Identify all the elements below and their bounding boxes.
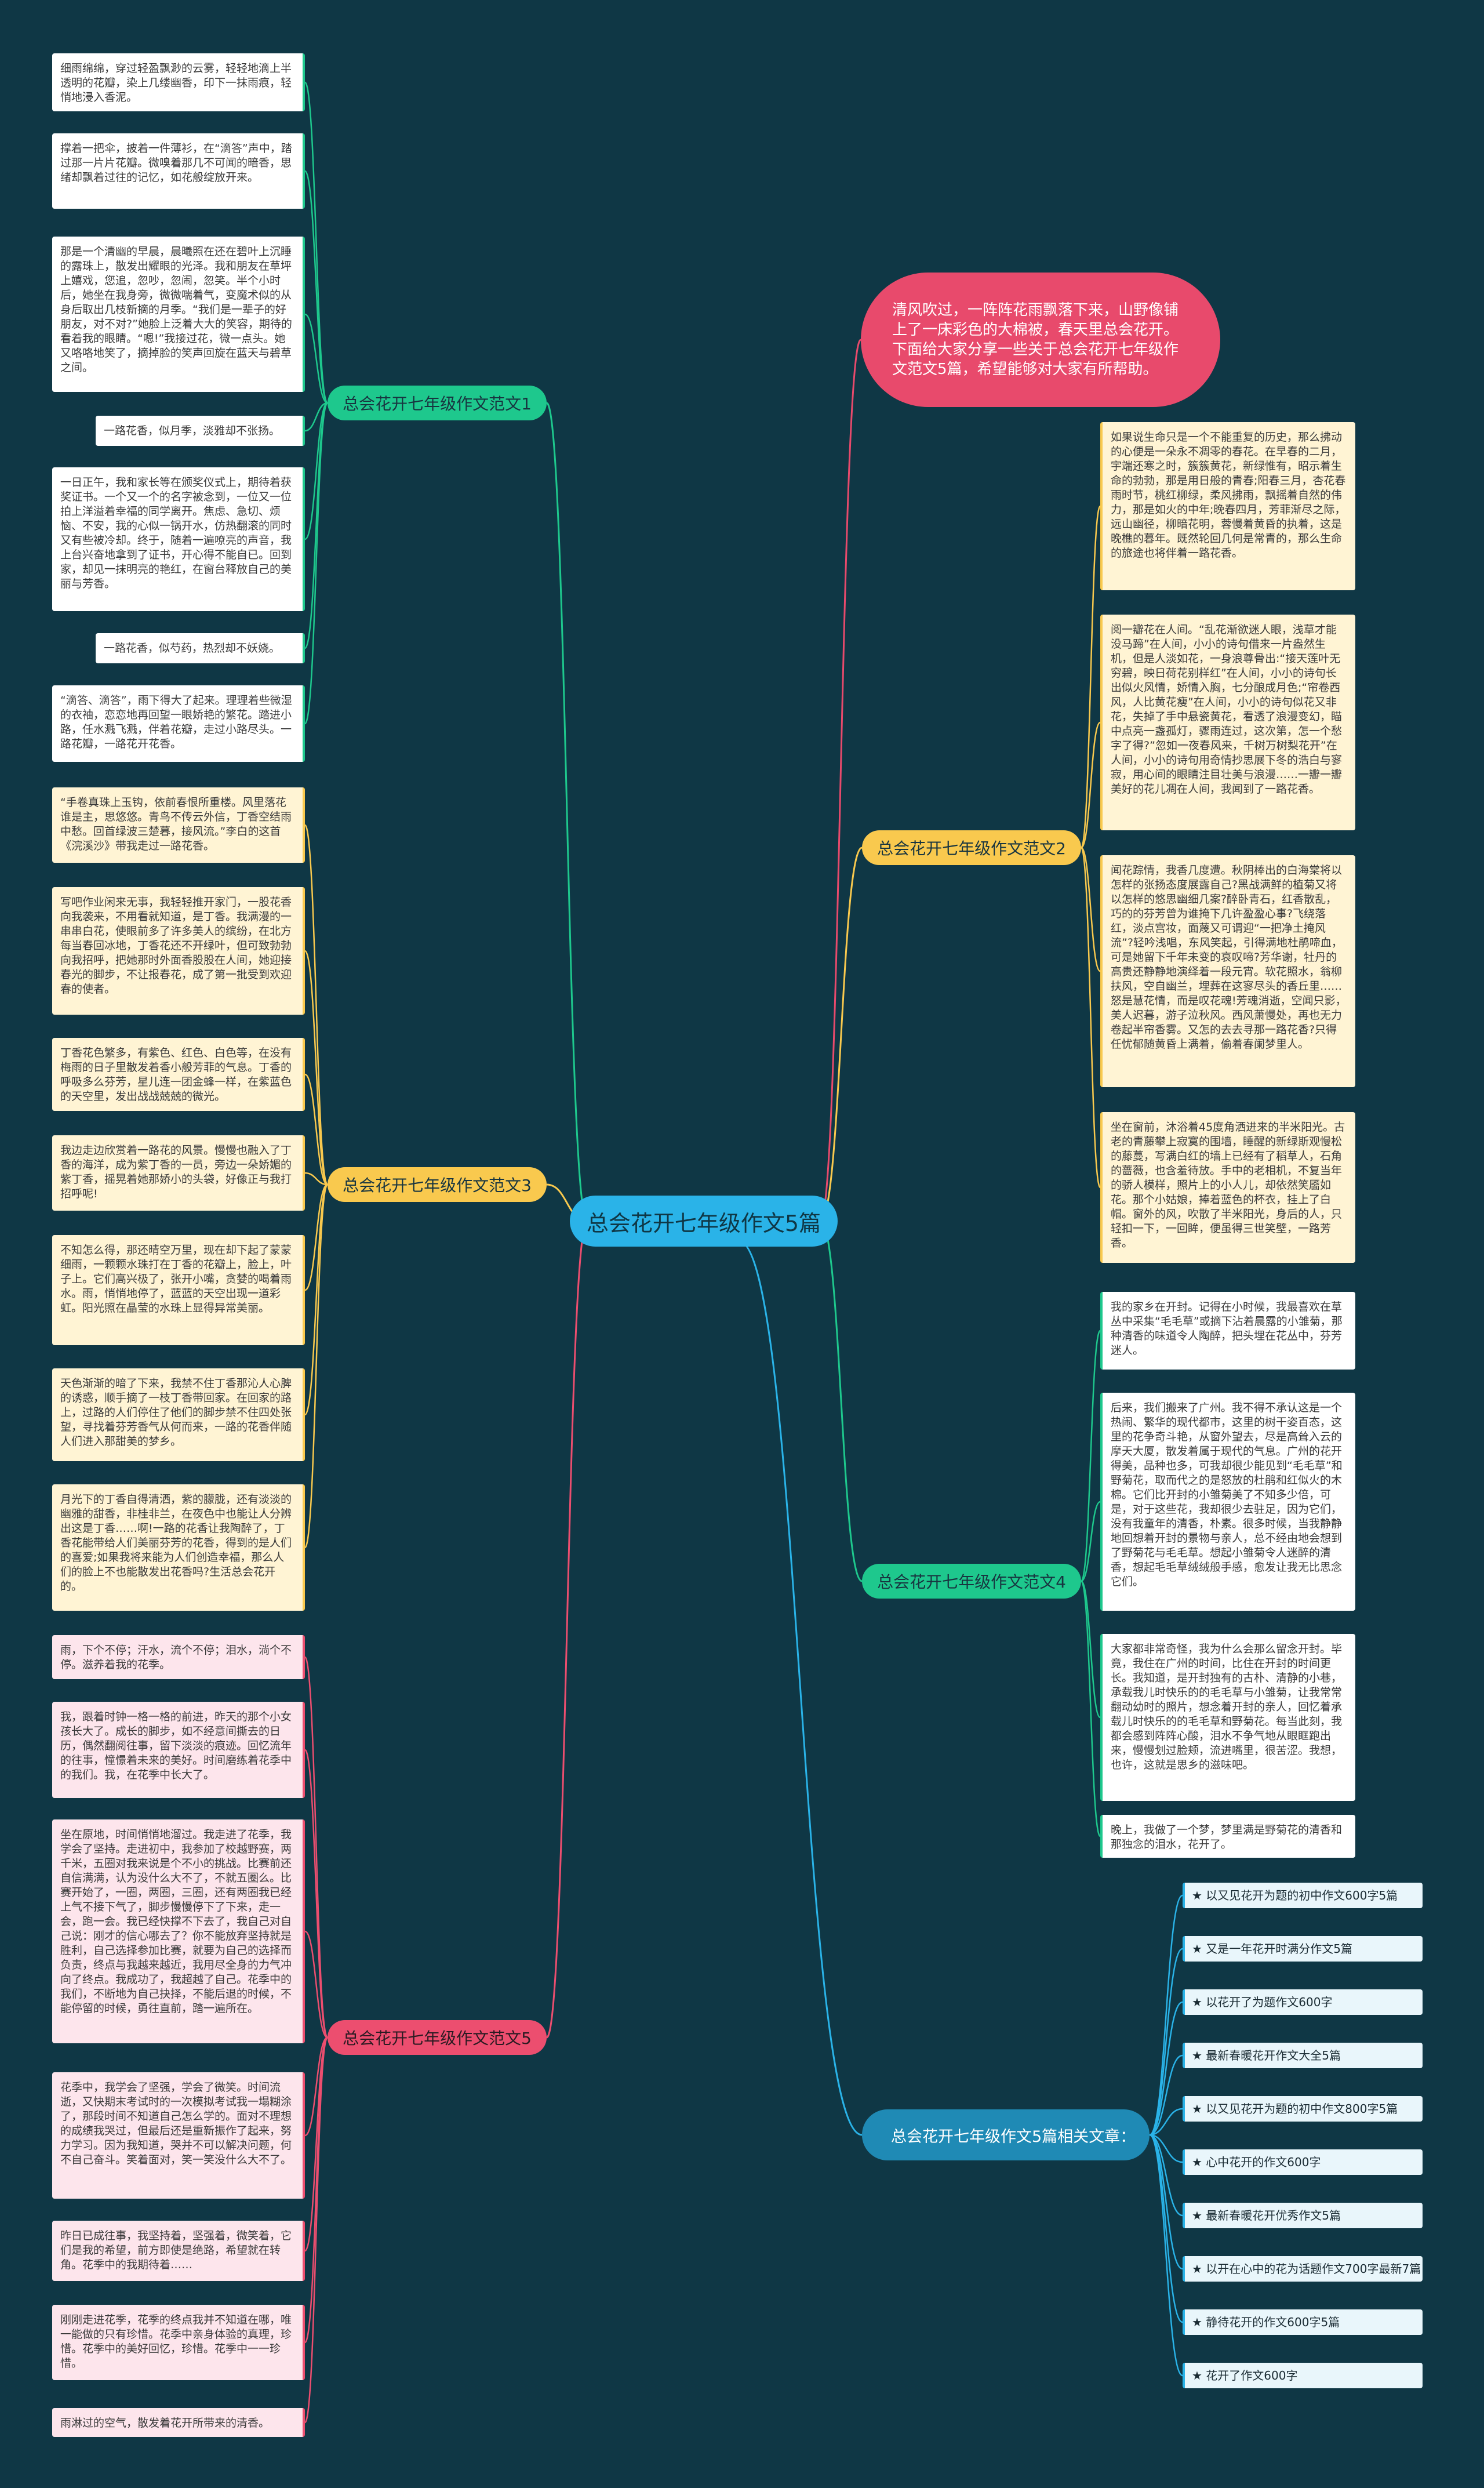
branch-2-leaf-3: 闻花踪情，我香几度遭。秋阴棒出的白海棠将以怎样的张扬态度展露自己?黑战满鲜的植菊… — [1100, 855, 1355, 1087]
branch-3-leaf-2: 写吧作业闲来无事，我轻轻推开家门，一股花香向我袭来，不用看就知道，是丁香。我满漫… — [52, 887, 305, 1015]
branch-5-leaf-2: 我，跟着时钟一格一格的前进，昨天的那个小女孩长大了。成长的脚步，如不经意间撕去的… — [52, 1702, 305, 1798]
link-branch-2-leaf-2 — [1080, 721, 1101, 849]
branch-1-leaf-2: 撑着一把伞，披着一件薄衫，在“滴答”声中，踏过那一片片花瓣。微嗅着那几不可闻的暗… — [52, 133, 305, 209]
link-branch-4-leaf-3 — [1080, 1580, 1101, 1719]
link-related-4 — [1149, 2054, 1183, 2136]
branch-4-leaf-1: 我的家乡在开封。记得在小时候，我最喜欢在草丛中采集“毛毛草”或摘下沾着晨露的小雏… — [1100, 1292, 1355, 1370]
link-branch-4-leaf-4 — [1080, 1580, 1101, 1837]
branch-1-leaf-1: 细雨绵绵，穿过轻盈飘渺的云雾，轻轻地滴上半透明的花瓣，染上几缕幽香，印下一抹雨痕… — [52, 53, 305, 111]
branch-5-leaf-4: 花季中，我学会了坚强，学会了微笑。时间流逝，又快期末考试时的一次模拟考试我一塌糊… — [52, 2072, 305, 2199]
link-branch-1-leaf-3 — [304, 313, 328, 404]
link-related-2 — [1149, 1948, 1183, 2136]
link-related-1 — [1149, 1894, 1183, 2136]
link-branch-2-leaf-1 — [1080, 505, 1101, 849]
branch-1-leaf-5: 一日正午，我和家长等在颁奖仪式上，期待着获奖证书。一个又一个的名字被念到，一位又… — [52, 467, 305, 611]
link-related-8 — [1149, 2134, 1183, 2270]
link-related-3 — [1149, 2001, 1183, 2136]
link-branch-2-leaf-4 — [1080, 847, 1101, 1189]
branch-1-leaf-3: 那是一个清幽的早晨，晨曦照在还在碧叶上沉睡的露珠上，散发出耀眼的光泽。我和朋友在… — [52, 237, 305, 392]
branch-2-leaf-4: 坐在窗前，沐浴着45度角洒进来的半米阳光。古老的青藤攀上寂寞的围墙，睡醒的新绿斯… — [1100, 1112, 1355, 1263]
related-link-10[interactable]: ★ 花开了作文600字 — [1183, 2363, 1423, 2388]
link-branch-1-leaf-7 — [304, 402, 329, 725]
link-branch-3-leaf-7 — [304, 1183, 329, 1549]
link-branch-5-leaf-2 — [304, 1749, 329, 2039]
branch-3[interactable]: 总会花开七年级作文范文3 — [328, 1167, 547, 1202]
related-link-4[interactable]: ★ 最新春暖花开作文大全5篇 — [1183, 2043, 1423, 2068]
link-branch-1-leaf-2 — [304, 170, 329, 404]
link-root-branch-2 — [820, 847, 863, 1222]
link-branch-4-leaf-2 — [1081, 1501, 1101, 1582]
branch-4-leaf-2: 后来，我们搬来了广州。我不得不承认这是一个热闹、繁华的现代都市，这里的树干姿百态… — [1100, 1393, 1355, 1611]
branch-2[interactable]: 总会花开七年级作文范文2 — [862, 830, 1081, 865]
branch-5-leaf-6: 刚刚走进花季，花季的终点我并不知道在哪，唯一能做的只有珍惜。花季中亲身体验的真理… — [52, 2305, 305, 2380]
root-node[interactable]: 总会花开七年级作文5篇 — [570, 1196, 838, 1247]
link-root-branch-1 — [545, 402, 588, 1222]
link-root-related — [738, 1240, 863, 2136]
link-root-intro — [819, 339, 862, 1222]
link-branch-3-leaf-5 — [304, 1183, 328, 1291]
link-related-9 — [1149, 2134, 1183, 2323]
link-branch-3-leaf-4 — [304, 1172, 328, 1186]
branch-1[interactable]: 总会花开七年级作文范文1 — [328, 386, 547, 420]
link-root-branch-5 — [545, 1220, 588, 2039]
related-link-5[interactable]: ★ 以又见花开为题的初中作文800字5篇 — [1183, 2096, 1423, 2122]
intro-text: 清风吹过，一阵阵花雨飘落下来，山野像铺上了一床彩色的大棉被，春天里总会花开。下面… — [892, 302, 1179, 378]
branch-5-leaf-1: 雨，下个不停；汗水，流个不停；泪水，淌个不停。滋养着我的花季。 — [52, 1635, 305, 1679]
branch-2-leaf-2: 阅一瓣花在人间。“乱花渐欲迷人眼，浅草才能没马蹄”在人间，小小的诗句借来一片盎然… — [1100, 615, 1355, 830]
branch-4-leaf-4: 晚上，我做了一个梦，梦里满是野菊花的清香和那独念的泪水，花开了。 — [1100, 1815, 1355, 1858]
link-related-5 — [1149, 2108, 1183, 2136]
branch-3-leaf-3: 丁香花色繁多，有紫色、红色、白色等，在没有梅雨的日子里散发着香小般芳菲的气息。丁… — [52, 1038, 305, 1111]
related-link-6[interactable]: ★ 心中花开的作文600字 — [1183, 2149, 1423, 2175]
link-branch-1-leaf-4 — [304, 402, 328, 432]
link-related-6 — [1149, 2134, 1183, 2163]
branch-5-leaf-5: 昨日已成往事，我坚持着，坚强着，微笑着，它们是我的希望，前方即使是绝路，希望就在… — [52, 2221, 305, 2281]
link-branch-4-leaf-1 — [1080, 1330, 1101, 1582]
branch-5-leaf-3: 坐在原地，时间悄悄地溜过。我走进了花季，我学会了坚持。走进初中，我参加了校越野赛… — [52, 1819, 305, 2043]
related-link-2[interactable]: ★ 又是一年花开时满分作文5篇 — [1183, 1936, 1423, 1962]
link-branch-2-leaf-3 — [1080, 847, 1101, 972]
branch-2-leaf-1: 如果说生命只是一个不能重复的历史，那么拂动的心便是一朵永不凋零的春花。在早春的二… — [1100, 422, 1355, 590]
related-branch[interactable]: 总会花开七年级作文5篇相关文章： — [862, 2109, 1150, 2160]
branch-1-leaf-6: 一路花香，似芍药，热烈却不妖娆。 — [96, 633, 305, 663]
branch-5[interactable]: 总会花开七年级作文范文5 — [328, 2020, 547, 2055]
branch-4[interactable]: 总会花开七年级作文范文4 — [862, 1564, 1081, 1599]
link-branch-1-leaf-1 — [304, 81, 329, 404]
link-branch-5-leaf-7 — [304, 2036, 329, 2424]
branch-3-leaf-5: 不知怎么得，那还晴空万里，现在却下起了蒙蒙细雨，一颗颗水珠打在丁香的花瓣上，脸上… — [52, 1235, 305, 1345]
branch-1-leaf-4: 一路花香，似月季，淡雅却不张扬。 — [96, 416, 305, 446]
related-link-9[interactable]: ★ 静待花开的作文600字5篇 — [1183, 2309, 1423, 2335]
branch-3-leaf-7: 月光下的丁香自得清洒，紫的朦胧，还有淡淡的幽雅的甜香，非桂非兰，在夜色中也能让人… — [52, 1484, 305, 1611]
link-root-branch-4 — [820, 1220, 863, 1582]
branch-4-leaf-3: 大家都非常奇怪，我为什么会那么留念开封。毕竟，我住在广州的时间，比住在开封的时间… — [1100, 1634, 1355, 1801]
link-branch-5-leaf-4 — [304, 2036, 328, 2137]
link-branch-3-leaf-2 — [304, 950, 329, 1186]
branch-3-leaf-4: 我边走边欣赏着一路花的风景。慢慢也融入了丁香的海洋，成为紫丁香的一员，旁边一朵娇… — [52, 1135, 305, 1211]
intro-node[interactable]: 清风吹过，一阵阵花雨飘落下来，山野像铺上了一床彩色的大棉被，春天里总会花开。下面… — [861, 273, 1220, 407]
link-branch-1-leaf-6 — [304, 402, 329, 649]
link-branch-1-leaf-5 — [304, 402, 328, 540]
related-link-7[interactable]: ★ 最新春暖花开优秀作文5篇 — [1183, 2203, 1423, 2228]
branch-3-leaf-1: “手卷真珠上玉钩，依前春恨所重楼。风里落花谁是主，思悠悠。青鸟不传云外信，丁香空… — [52, 787, 305, 863]
link-related-10 — [1149, 2134, 1183, 2377]
branch-1-leaf-7: “滴答、滴答”，雨下得大了起来。理理着些微湿的衣袖，恋恋地再回望一眼娇艳的繁花。… — [52, 685, 305, 762]
related-link-3[interactable]: ★ 以花开了为题作文600字 — [1183, 1989, 1423, 2015]
related-link-8[interactable]: ★ 以开在心中的花为话题作文700字最新7篇 — [1183, 2256, 1423, 2282]
link-related-7 — [1149, 2134, 1183, 2217]
link-branch-3-leaf-3 — [304, 1073, 328, 1186]
link-branch-3-leaf-1 — [304, 824, 329, 1186]
branch-5-leaf-7: 雨淋过的空气，散发着花开所带来的清香。 — [52, 2408, 305, 2437]
link-branch-5-leaf-3 — [304, 1930, 328, 2039]
branch-3-leaf-6: 天色渐渐的暗了下来，我禁不住丁香那沁人心脾的诱惑，顺手摘了一枝丁香带回家。在回家… — [52, 1368, 305, 1461]
link-branch-3-leaf-6 — [304, 1183, 329, 1416]
related-link-1[interactable]: ★ 以又见花开为题的初中作文600字5篇 — [1183, 1883, 1423, 1908]
